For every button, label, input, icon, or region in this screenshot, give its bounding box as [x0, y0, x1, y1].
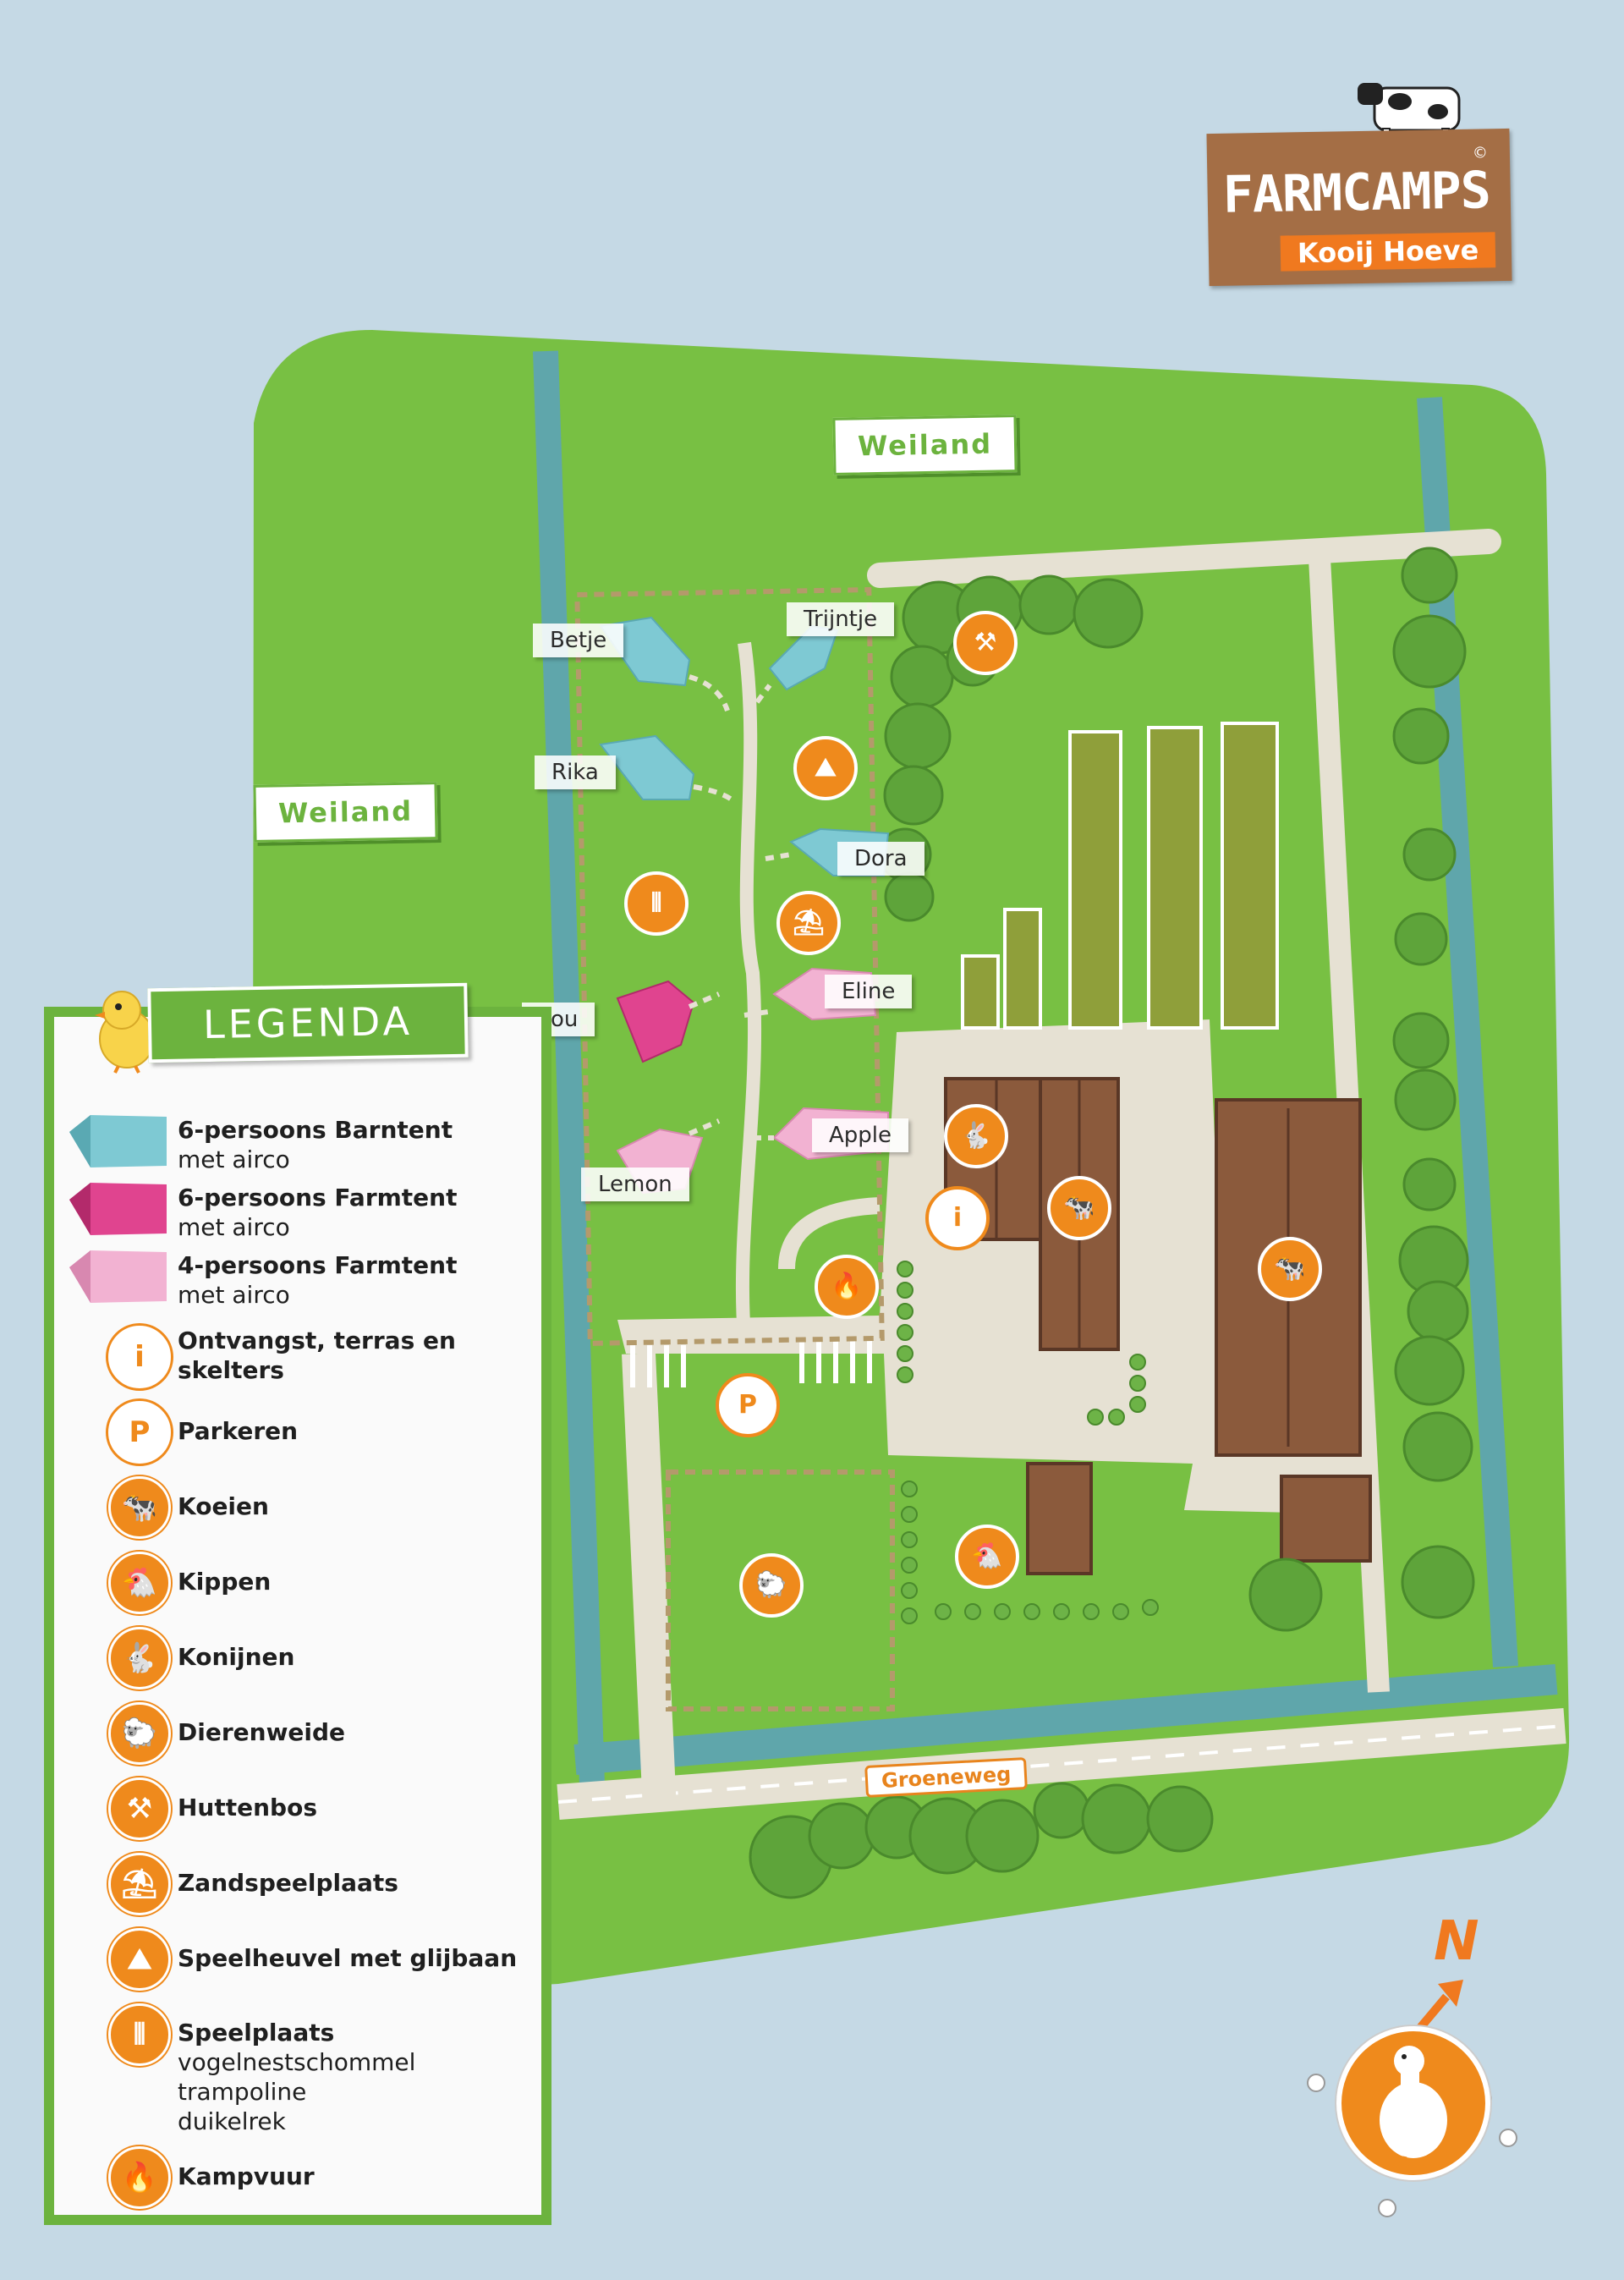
compass-north-label: N — [1434, 1910, 1479, 1973]
swing-icon: ⫴ — [108, 2003, 171, 2066]
legend-item-parkeren: Parkeren — [178, 1417, 299, 1445]
compass-goose-icon — [1336, 2026, 1490, 2180]
farmcamps-logo: © FARMCAMPS Kooij Hoeve — [1206, 128, 1512, 287]
info-icon: i — [108, 1326, 171, 1388]
legend-item-konijnen: Konijnen — [178, 1643, 295, 1671]
tent-label-dora[interactable]: Dora — [837, 842, 924, 876]
tent-label-betje[interactable]: Betje — [533, 624, 624, 657]
chicken-icon: 🐔 — [108, 1552, 171, 1614]
chick-icon — [95, 991, 155, 1074]
legend-item-huttenbos: Huttenbos — [178, 1794, 318, 1821]
tent-label-trijntje[interactable]: Trijntje — [787, 602, 895, 636]
legend-item-zandspeelplaats: Zandspeelplaats — [178, 1869, 398, 1897]
weiland-label-top: Weiland — [832, 415, 1018, 475]
field-strips — [961, 722, 1279, 1030]
camping-fence — [574, 586, 885, 1346]
hammer-icon: ⚒ — [108, 1777, 171, 1840]
poi-parking-icon[interactable]: P — [716, 1373, 780, 1437]
tent-lou-shape — [616, 980, 695, 1063]
poi-cow-icon-1[interactable]: 🐄 — [1047, 1176, 1111, 1240]
poi-slide-icon[interactable]: ⛰ — [793, 736, 858, 800]
legend-item-kampvuur: Kampvuur — [178, 2162, 315, 2190]
legend-item-dierenweide: Dierenweide — [178, 1718, 346, 1746]
poi-campfire-icon[interactable]: 🔥 — [815, 1255, 879, 1319]
poi-chicken-icon[interactable]: 🐔 — [955, 1525, 1019, 1589]
cow-icon: 🐄 — [108, 1476, 171, 1539]
path-center-curve — [735, 641, 762, 1338]
legend-title: LEGENDA — [147, 982, 469, 1063]
sandbox-icon: ⛱ — [108, 1853, 171, 1915]
parking-stripes — [630, 1341, 872, 1387]
legend-item-koeien: Koeien — [178, 1492, 269, 1520]
poi-rabbit-icon[interactable]: 🐇 — [944, 1104, 1008, 1168]
path-top — [867, 529, 1501, 588]
barntent-icon — [69, 1115, 167, 1167]
ditch-bottom — [573, 1664, 1558, 1775]
farmtent-6-icon — [69, 1183, 167, 1235]
ditch-right — [1417, 397, 1518, 1667]
poi-sheep-icon[interactable]: 🐑 — [739, 1553, 804, 1618]
legend-item-speelheuvel: Speelheuvel met glijbaan — [178, 1944, 518, 1972]
slide-icon: ⛰ — [108, 1928, 171, 1991]
path-left-vertical — [622, 1353, 677, 1811]
logo-brand-text: FARMCAMPS — [1222, 161, 1491, 225]
tent-label-apple[interactable]: Apple — [812, 1118, 909, 1152]
trees — [749, 547, 1475, 1899]
poi-huttenbos-icon[interactable]: ⚒ — [953, 611, 1018, 675]
farmtent-4-icon — [69, 1250, 167, 1303]
poi-cow-icon-2[interactable]: 🐄 — [1258, 1237, 1322, 1301]
tent-label-eline[interactable]: Eline — [825, 975, 913, 1008]
ditch-left — [533, 350, 605, 1786]
tent-rika-shape — [599, 734, 695, 800]
poi-info-icon[interactable]: i — [925, 1186, 990, 1250]
animal-meadow-fence — [666, 1470, 895, 1711]
legend-item-kippen: Kippen — [178, 1568, 272, 1596]
tent-label-lemon[interactable]: Lemon — [581, 1167, 689, 1201]
poi-sandbox-icon[interactable]: ⛱ — [776, 891, 841, 955]
road-groeneweg — [557, 1708, 1566, 1820]
farm-yard — [617, 1019, 1370, 1514]
tent-label-rika[interactable]: Rika — [535, 755, 616, 789]
parking-icon: P — [108, 1401, 171, 1464]
hedges — [897, 1261, 1159, 1624]
weiland-label-left: Weiland — [253, 782, 438, 843]
poi-swing-icon[interactable]: ⫴ — [624, 871, 689, 936]
sheep-icon: 🐑 — [108, 1702, 171, 1765]
logo-copyright: © — [1472, 144, 1489, 162]
campfire-icon: 🔥 — [108, 2146, 171, 2209]
logo-subtitle: Kooij Hoeve — [1280, 232, 1496, 272]
rabbit-icon: 🐇 — [108, 1627, 171, 1689]
